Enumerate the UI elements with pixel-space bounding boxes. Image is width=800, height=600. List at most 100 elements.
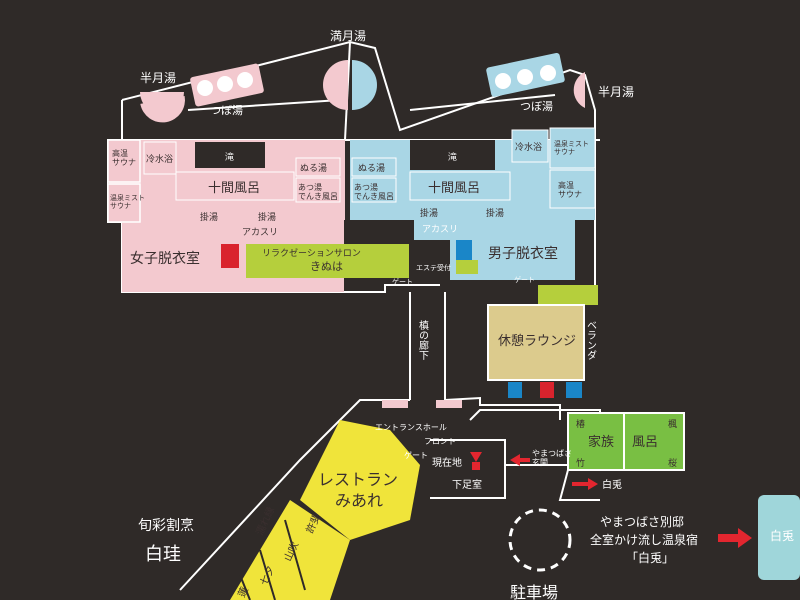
noren-right (436, 400, 462, 408)
room-take-label: 竹 (576, 457, 585, 469)
reisui-left-label: 冷水浴 (146, 153, 173, 165)
salon-box (246, 244, 409, 278)
room-tsubaki-label: 椿 (576, 418, 585, 430)
noren-left (382, 400, 408, 408)
tsubo-left-label: つぼ湯 (210, 104, 243, 117)
room-kaede-label: 楓 (668, 418, 677, 430)
family-bath-1-label: 家族 (588, 434, 614, 450)
reisui-left-pool (143, 141, 177, 175)
onsen-mist-right-room (549, 127, 596, 169)
women-bath-area (107, 139, 409, 292)
shirouso-arrow-label: 白兎 (602, 478, 622, 491)
restaurant-1-label: レストラン (318, 470, 398, 489)
jikken-right-label: 十間風呂 (428, 181, 480, 196)
kappo-1-label: 旬彩割烹 (138, 517, 194, 534)
hangetsu-yu-left-circle (140, 92, 184, 114)
shoe-room-label: 下足室 (452, 478, 482, 491)
kappo-2-label: 白珪 (145, 544, 181, 565)
akasuri-right-label: アカスリ (422, 224, 458, 235)
restaurant-area (230, 420, 420, 600)
arrows (470, 452, 752, 548)
esthe-green-box (456, 260, 478, 274)
tsubo-right-label: つぼ湯 (520, 100, 553, 113)
mangetsu-yu-label: 満月湯 (330, 29, 366, 43)
taki-right-frame (410, 140, 495, 170)
gate-right-label: ゲート (514, 275, 535, 284)
tsubo-circle (197, 80, 213, 96)
hangetsu-yu-right (573, 72, 585, 108)
entrance-hall-label: エントランスホール (375, 423, 447, 432)
mangetsu-yu-left-half (323, 60, 348, 110)
tsubo-circle (237, 72, 253, 88)
taki-right-label: 滝 (448, 152, 457, 163)
salon-name-label: きぬは (310, 260, 343, 273)
men-lower-strip (414, 220, 454, 240)
parking-turnaround (508, 508, 572, 572)
reisui-right-label: 冷水浴 (515, 141, 542, 153)
rabbit-sign: 白兎 (758, 495, 800, 580)
corridor-label: 槙の廊下 (417, 319, 429, 361)
kakeyu-right-1-label: 掛湯 (420, 207, 438, 219)
room-sakura-label: 桜 (668, 457, 677, 469)
kakeyu-right-2-label: 掛湯 (486, 207, 504, 219)
restaurant-2-label: みあれ (335, 491, 383, 510)
parking-label: 駐車場 (510, 583, 558, 600)
men-bath-area (350, 127, 596, 280)
front-label: フロント (424, 437, 456, 446)
akasuri-left-label: アカスリ (242, 227, 278, 238)
atsuyu-right-pool (351, 177, 397, 203)
esthe-reception-label: エステ受付 (416, 263, 451, 272)
room-ren-label: 蓮 (235, 585, 251, 600)
restroom-accessible (566, 382, 582, 398)
current-location-label: 現在地 (432, 456, 462, 469)
hangetsu-right-label: 半月湯 (598, 85, 634, 99)
nuruyu-left-label: ぬる湯 (300, 163, 327, 174)
lounge-label: 休憩ラウンジ (498, 333, 576, 349)
women-dressing-label: 女子脱衣室 (130, 250, 200, 267)
current-location-icon-base (472, 462, 480, 470)
tsubo-circle (540, 65, 556, 81)
lounge-box (487, 304, 585, 381)
arrow-right-icon (718, 528, 752, 548)
jikken-left-pool (175, 171, 295, 201)
kakeyu-left-1-label: 掛湯 (200, 211, 218, 223)
onsen-mist-right-label: 温泉ミストサウナ (554, 139, 589, 156)
current-location-icon (470, 452, 482, 462)
kakeyu-left-2-label: 掛湯 (258, 211, 276, 223)
yamatsubasa-entrance-label: やまつばさ玄関 (532, 449, 572, 467)
tsubo-circle (517, 69, 533, 85)
family-bath (567, 412, 685, 471)
salon-title-label: リラクゼーションサロン (262, 247, 361, 259)
restroom-women-small (540, 382, 554, 398)
bettei-2-label: 全室かけ流し温泉宿 (590, 532, 698, 547)
men-restroom-box (456, 240, 472, 260)
rabbit-sign-icon (758, 495, 800, 580)
lounge-area (382, 285, 598, 408)
veranda-label: ベランダ (585, 320, 597, 360)
veranda-green (538, 285, 598, 305)
tsubo-circle (217, 76, 233, 92)
kappo-rooms-shape (230, 500, 350, 600)
atsuyu-left-pool (295, 177, 341, 203)
family-bath-2-label: 風呂 (632, 435, 658, 450)
onsen-mist-left-room (107, 183, 141, 223)
bettei-3-label: 「白兎」 (626, 550, 674, 565)
restroom-men-small (508, 382, 522, 398)
atsuyu-right-label: あつ湯でんき風呂 (354, 182, 394, 201)
tsubo-circle (495, 73, 511, 89)
jikken-right-pool (409, 171, 511, 201)
hangetsu-left-label: 半月湯 (140, 71, 176, 85)
restaurant-shape (300, 420, 420, 540)
koutou-sauna-right-label: 高温サウナ (558, 180, 582, 199)
taki-left-frame (195, 142, 265, 168)
family-bath-right (623, 412, 685, 471)
reisui-right-pool (511, 129, 549, 163)
onsen-mist-left-label: 温泉ミストサウナ (110, 193, 145, 210)
taki-left-label: 滝 (225, 152, 234, 163)
gate-left-label: ゲート (392, 277, 413, 286)
outdoor-baths (140, 52, 585, 123)
nuruyu-right-label: ぬる湯 (358, 163, 385, 174)
koutou-sauna-right-room (549, 169, 596, 209)
nuruyu-left-pool (295, 157, 341, 177)
arrow-left-icon (510, 454, 530, 466)
